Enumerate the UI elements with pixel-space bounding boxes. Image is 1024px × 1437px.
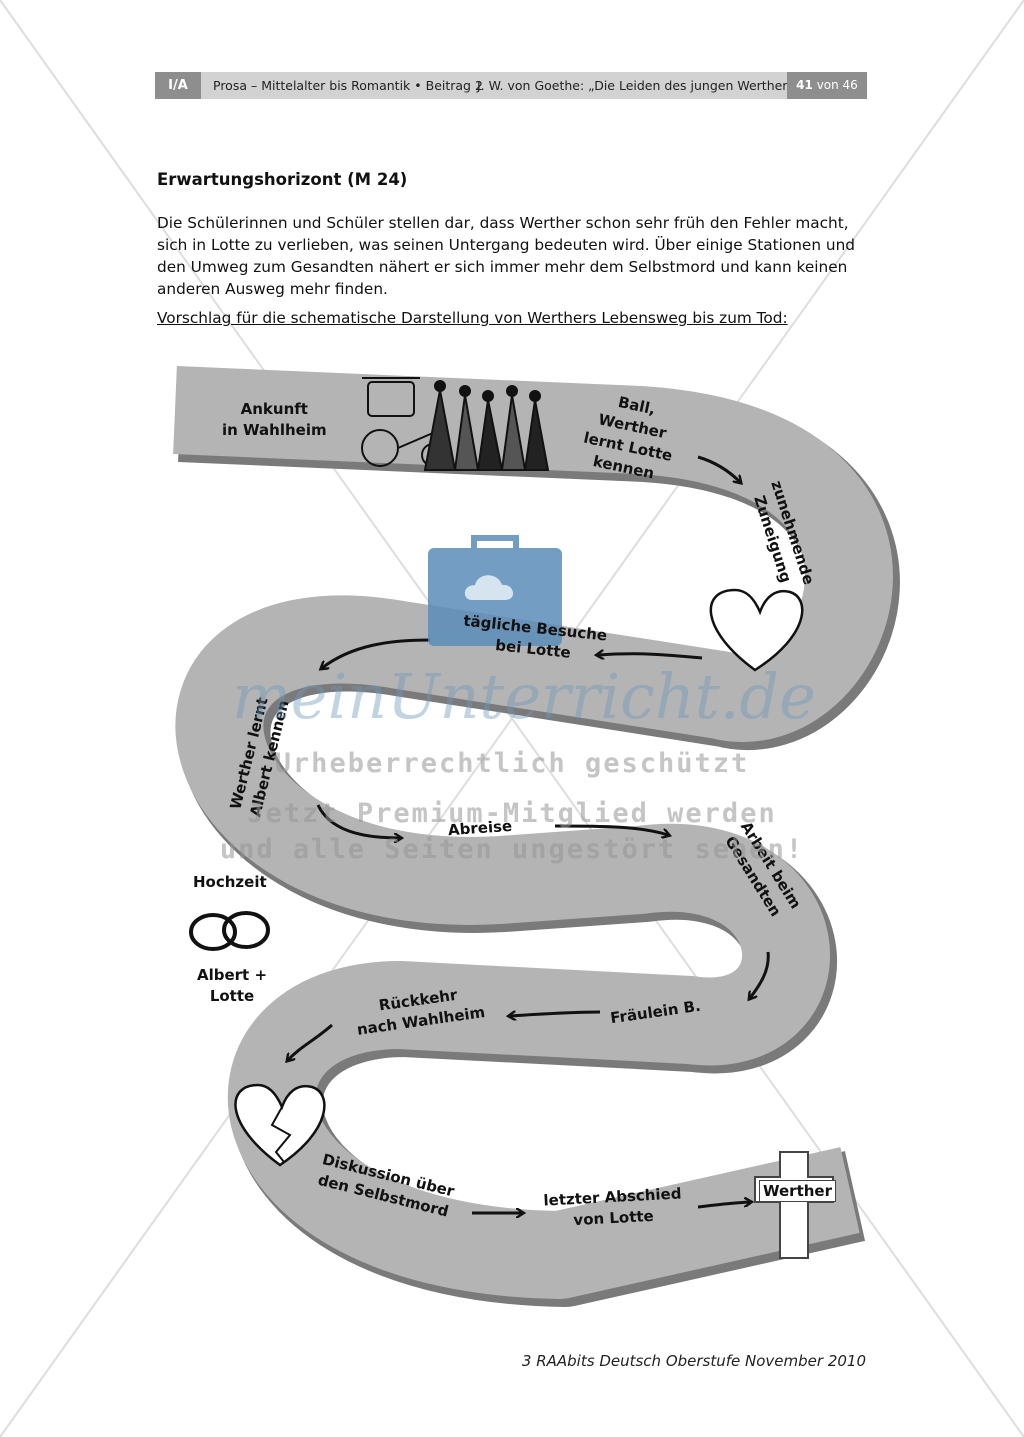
station-text: Werther <box>763 1182 833 1200</box>
station-farewell: letzter Abschied von Lotte <box>543 1183 683 1232</box>
arrow <box>598 654 703 658</box>
arrow <box>288 1023 333 1060</box>
intro-paragraph: Die Schülerinnen und Schüler stellen dar… <box>157 212 869 300</box>
station-wedding: Hochzeit <box>193 872 267 893</box>
paragraph-line: den Umweg zum Gesandten nähert er sich i… <box>157 258 848 276</box>
page-header: I/A Prosa – Mittelalter bis Romantik • B… <box>155 72 867 99</box>
station-couple: Albert + Lotte <box>197 965 267 1007</box>
path-arrows <box>288 455 770 1213</box>
lead-colon: : <box>782 309 788 327</box>
arrow <box>750 951 770 998</box>
heart-icon <box>709 588 804 672</box>
arrow <box>554 824 668 835</box>
page-indicator: 41 von 46 <box>787 72 867 99</box>
watermark-logo: meinUnterricht.de <box>232 660 816 733</box>
path-road <box>173 366 893 1299</box>
station-text: Ankunft <box>240 400 308 418</box>
broken-heart-icon <box>234 1083 326 1167</box>
arrow <box>322 638 431 668</box>
watermark-line-2: Jetzt Premium-Mitglied werden <box>247 798 777 829</box>
section-badge: I/A <box>155 72 201 99</box>
page-footer: 3 RAAbits Deutsch Oberstufe November 201… <box>521 1352 866 1370</box>
page-heading: Erwartungshorizont (M 24) <box>157 170 408 189</box>
station-text: in Wahlheim <box>222 421 327 439</box>
paragraph-line: Die Schülerinnen und Schüler stellen dar… <box>157 214 849 232</box>
page-total: von 46 <box>816 78 858 92</box>
station-text: Albert + <box>197 966 268 984</box>
wedding-rings-icon <box>189 911 270 951</box>
station-text: Lotte <box>209 987 255 1005</box>
briefcase-cloud-icon <box>428 535 562 646</box>
carriage-icon <box>361 377 550 471</box>
cross-label: Werther <box>759 1180 837 1202</box>
cross-icon <box>754 1151 834 1259</box>
diagram-lead: Vorschlag für die schematische Darstellu… <box>157 309 788 327</box>
header-title: Prosa – Mittelalter bis Romantik • Beitr… <box>213 78 483 93</box>
arrow <box>697 1202 750 1209</box>
paragraph-line: sich in Lotte zu verlieben, was seinen U… <box>157 236 855 254</box>
watermark-line-3: und alle Seiten ungestört sehen! <box>219 834 805 865</box>
station-text: Hochzeit <box>193 873 267 891</box>
header-subtitle: J. W. von Goethe: „Die Leiden des jungen… <box>477 78 794 93</box>
arrow <box>316 804 400 838</box>
page-number: 41 <box>796 78 813 92</box>
lead-text: Vorschlag für die schematische Darstellu… <box>157 309 783 327</box>
arrow <box>697 455 740 482</box>
paragraph-line: anderen Ausweg mehr finden. <box>157 280 388 298</box>
station-arrival: Ankunft in Wahlheim <box>222 399 327 441</box>
watermark-line-1: Urheberrechtlich geschützt <box>274 748 750 779</box>
arrow <box>510 1010 601 1016</box>
